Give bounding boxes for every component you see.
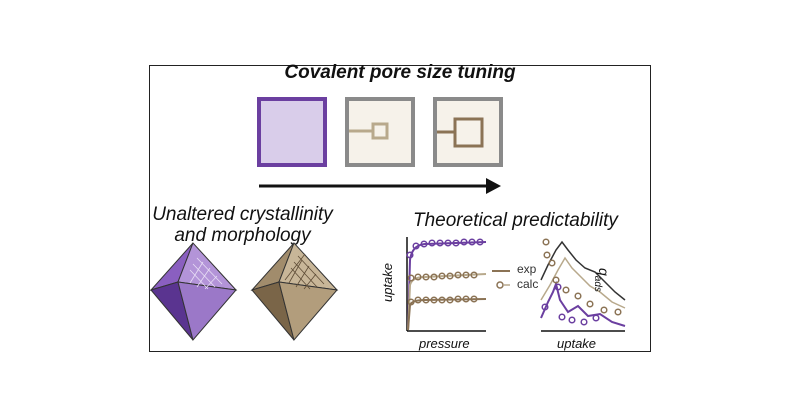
figure-title: Covalent pore size tuning <box>284 62 516 83</box>
isotherm-purple-points <box>406 238 484 259</box>
qads-calc-points-purple <box>541 283 600 326</box>
crystallinity-caption-line2: and morphology <box>174 225 311 246</box>
plot1-ylabel: uptake <box>380 262 396 303</box>
pore-box-small <box>345 97 415 167</box>
crystallinity-caption: Unaltered crystallinity and morphology <box>150 204 335 246</box>
isotherm-purple-line <box>407 241 487 331</box>
qads-exp-purple <box>540 280 626 327</box>
crystallinity-caption-line1: Unaltered crystallinity <box>152 204 333 225</box>
legend-calc-label: calc <box>517 277 539 291</box>
pore-box-medium <box>433 97 503 167</box>
predictability-caption: Theoretical predictability <box>413 210 618 231</box>
isotherm-plot <box>406 237 487 332</box>
plot2-ylabel: qads <box>592 268 612 292</box>
progression-arrow <box>259 178 501 194</box>
plot2-xlabel: uptake <box>557 336 597 351</box>
legend <box>492 270 510 289</box>
isotherm-brown-points <box>407 295 478 306</box>
figure-frame <box>149 65 651 352</box>
qads-exp-dark <box>540 240 626 301</box>
purple-octahedron <box>149 242 238 342</box>
qads-calc-points-brown <box>542 238 622 316</box>
legend-calc-marker <box>496 281 504 289</box>
pore-box-large <box>257 97 327 167</box>
isotherm-tan-line <box>407 273 487 331</box>
plot2-ylabel-sub: ads <box>592 275 604 292</box>
plot1-xlabel: pressure <box>419 336 470 351</box>
isotherm-brown-line <box>407 298 487 331</box>
brown-octahedron <box>250 242 339 342</box>
plot2-ylabel-q: q <box>596 268 612 276</box>
legend-exp-label: exp <box>517 262 537 276</box>
isotherm-tan-points <box>407 271 478 282</box>
heat-of-adsorption-plot <box>540 238 626 332</box>
